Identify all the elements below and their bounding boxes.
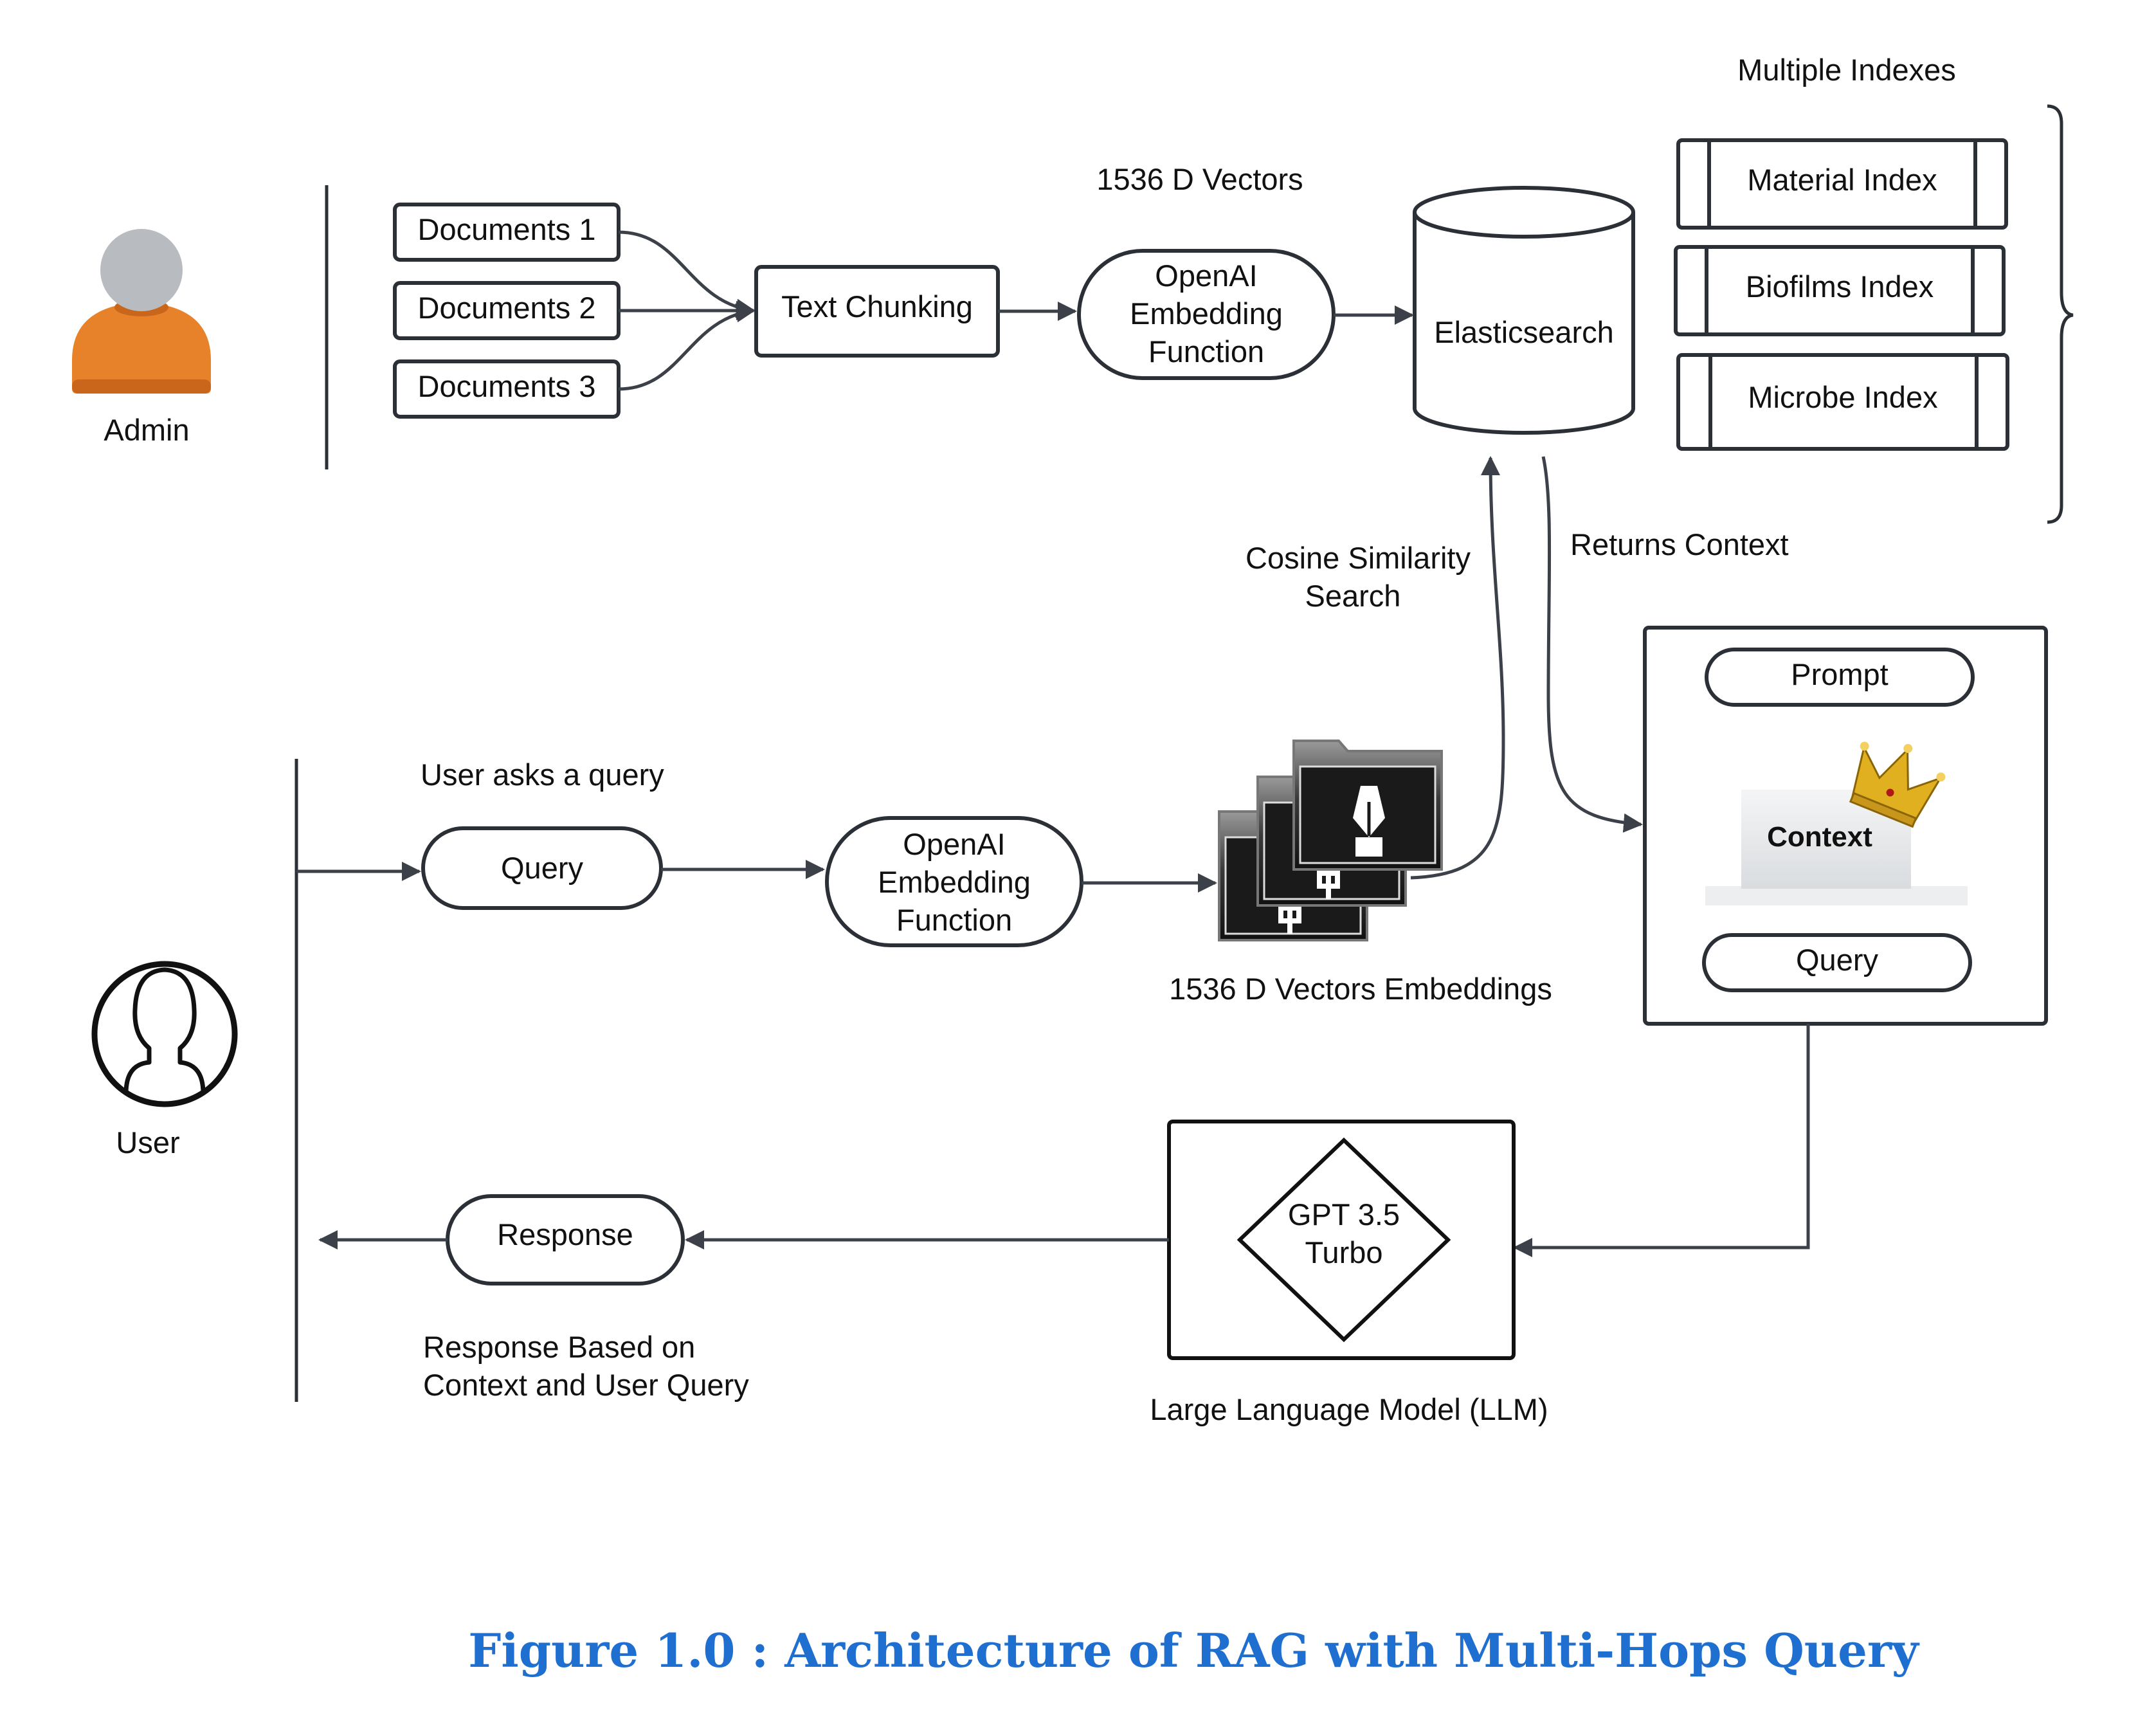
document-2-node: Documents 2: [393, 281, 621, 340]
prompt-query-label: Query: [1796, 943, 1878, 977]
document-1-label: Documents 1: [418, 212, 596, 246]
returns-context-edge: [1541, 456, 1643, 833]
material-index-label: Material Index: [1747, 163, 1937, 197]
response-note-line-2: Context and User Query: [423, 1368, 749, 1402]
admin-label: Admin: [104, 413, 189, 447]
admin-body-icon: [72, 302, 211, 394]
llm-label: Large Language Model (LLM): [1150, 1392, 1548, 1426]
query-embedding-node: OpenAI Embedding Function: [825, 816, 1083, 947]
returns-context-label: Returns Context: [1570, 527, 1789, 561]
gpt-diamond: [1237, 1137, 1451, 1343]
response-note-line-1: Response Based on: [423, 1330, 695, 1364]
vectors-label: 1536 D Vectors: [1096, 162, 1303, 196]
elasticsearch-label: Elasticsearch: [1434, 315, 1614, 349]
doc3-to-chunking-edge: [618, 303, 756, 391]
document-3-node: Documents 3: [393, 359, 621, 419]
microbe-index-label: Microbe Index: [1748, 380, 1937, 414]
vector-embeddings-icon: [1218, 740, 1443, 941]
indexes-brace: [2047, 104, 2074, 524]
elasticsearch-cylinder: Elasticsearch: [1413, 186, 1635, 435]
query-embedding-line-1: OpenAI: [903, 827, 1005, 861]
text-chunking-label: Text Chunking: [781, 289, 973, 323]
admin-head-icon: [100, 229, 183, 311]
llm-node: GPT 3.5 Turbo: [1167, 1120, 1516, 1360]
indexes-title: Multiple Indexes: [1737, 53, 1956, 87]
user-label: User: [116, 1125, 179, 1159]
response-label: Response: [497, 1217, 633, 1251]
user-asks-label: User asks a query: [421, 758, 664, 792]
crown-icon: [1849, 741, 1946, 828]
gpt-line-1: GPT 3.5: [1288, 1197, 1400, 1231]
ingest-embedding-line-3: Function: [1148, 334, 1264, 368]
ingest-embedding-node: OpenAI Embedding Function: [1077, 249, 1336, 380]
cosine-label-line-1: Cosine Similarity: [1246, 541, 1471, 575]
biofilms-index-label: Biofilms Index: [1746, 269, 1934, 304]
vectors-embeddings-label: 1536 D Vectors Embeddings: [1169, 972, 1552, 1006]
doc1-to-chunking-edge: [618, 230, 756, 318]
cosine-label-line-2: Search: [1305, 579, 1401, 613]
admin-actor: Admin: [72, 229, 211, 447]
document-2-label: Documents 2: [418, 291, 596, 325]
prompt-label: Prompt: [1791, 657, 1889, 691]
query-label: Query: [501, 851, 583, 885]
query-node: Query: [421, 826, 663, 910]
gpt-line-2: Turbo: [1305, 1235, 1382, 1269]
text-chunking-node: Text Chunking: [754, 265, 1000, 358]
document-3-label: Documents 3: [418, 369, 596, 403]
biofilms-index-node: Biofilms Index: [1674, 245, 2006, 336]
ingest-embedding-line-1: OpenAI: [1155, 259, 1257, 293]
query-embedding-line-2: Embedding: [878, 865, 1031, 899]
prompt-container: Prompt Context Query: [1643, 626, 2048, 1026]
context-card: Context: [1705, 741, 1968, 905]
query-embedding-line-3: Function: [896, 903, 1012, 937]
context-label: Context: [1767, 821, 1872, 853]
user-actor: User: [91, 961, 238, 1159]
figure-caption: Figure 1.0 : Architecture of RAG with Mu…: [468, 1623, 1920, 1678]
prompt-to-llm-edge: [1513, 1024, 1810, 1257]
response-node: Response: [446, 1194, 685, 1285]
document-1-node: Documents 1: [393, 203, 621, 262]
user-icon: [91, 961, 238, 1107]
ingest-embedding-line-2: Embedding: [1130, 296, 1283, 331]
microbe-index-node: Microbe Index: [1676, 353, 2009, 451]
cosine-search-edge: [1410, 456, 1505, 880]
material-index-node: Material Index: [1676, 138, 2008, 230]
